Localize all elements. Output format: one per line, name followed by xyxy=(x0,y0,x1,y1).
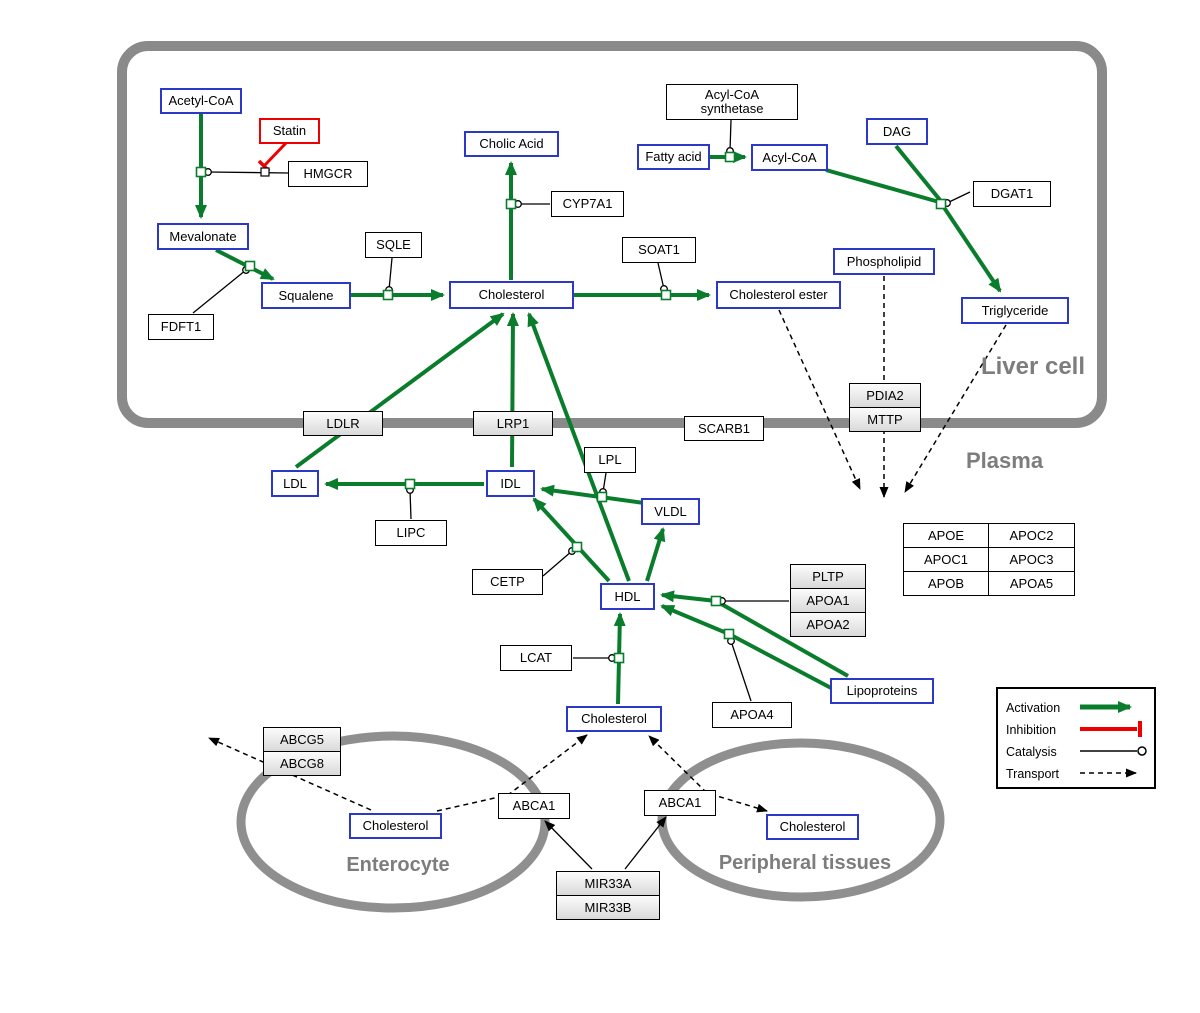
edge-hdl-idl xyxy=(532,497,611,583)
edge-mir33-abca1-left xyxy=(544,820,593,870)
node-apob[interactable]: APOB xyxy=(903,571,989,596)
node-cholesterol-peripheral[interactable]: Cholesterol xyxy=(766,814,859,840)
legend-symbols xyxy=(1080,701,1147,778)
node-vldl[interactable]: VLDL xyxy=(641,498,700,525)
catalysis-acylcoa-synthetase xyxy=(726,119,734,155)
node-mir33b[interactable]: MIR33B xyxy=(556,895,660,920)
node-statin[interactable]: Statin xyxy=(259,118,320,144)
node-sqle[interactable]: SQLE xyxy=(365,232,422,258)
node-phospholipid[interactable]: Phospholipid xyxy=(833,248,935,275)
node-apoa5[interactable]: APOA5 xyxy=(988,571,1075,596)
liver-cell-label: Liver cell xyxy=(980,353,1085,380)
node-fatty-acid[interactable]: Fatty acid xyxy=(637,144,710,170)
node-apoc1[interactable]: APOC1 xyxy=(903,547,989,572)
node-squalene[interactable]: Squalene xyxy=(261,282,351,309)
node-acyl-coa-synthetase[interactable]: Acyl-CoA synthetase xyxy=(666,84,798,120)
transport-cholesterolester-plasma xyxy=(778,309,861,490)
transport-peripheral-plasma xyxy=(648,735,768,813)
legend-transport-label: Transport xyxy=(1006,767,1060,781)
node-apoe[interactable]: APOE xyxy=(903,523,989,548)
node-apoa1[interactable]: APOA1 xyxy=(790,588,866,613)
node-cholesterol-plasma[interactable]: Cholesterol xyxy=(566,706,662,732)
node-fdft1[interactable]: FDFT1 xyxy=(148,314,214,340)
node-lpl[interactable]: LPL xyxy=(584,447,636,473)
node-cholic-acid[interactable]: Cholic Acid xyxy=(464,131,559,157)
inhibition-edge xyxy=(257,141,288,173)
catalysis-edges xyxy=(192,119,971,702)
catalysis-apoa4 xyxy=(727,637,752,702)
catalysis-dgat1 xyxy=(943,191,971,207)
node-pltp[interactable]: PLTP xyxy=(790,564,866,589)
node-ldl[interactable]: LDL xyxy=(271,470,319,497)
edge-hdl-cholesterol-liver xyxy=(527,312,631,582)
reaction-anchors xyxy=(195,151,947,664)
node-pdia2[interactable]: PDIA2 xyxy=(849,383,921,408)
catalysis-lpl xyxy=(599,472,607,496)
edge-idl-cholesterol xyxy=(506,312,519,468)
node-abcg8[interactable]: ABCG8 xyxy=(263,751,341,776)
node-cholesterol-enterocyte[interactable]: Cholesterol xyxy=(349,813,442,839)
enterocyte-label: Enterocyte xyxy=(346,854,450,876)
transport-cholesterol-abcg xyxy=(208,737,372,811)
edge-acylcoa-junction xyxy=(825,168,940,204)
node-acyl-coa[interactable]: Acyl-CoA xyxy=(751,144,828,171)
node-apoc3[interactable]: APOC3 xyxy=(988,547,1075,572)
edge-mevalonate-squalene xyxy=(215,248,275,281)
node-lrp1[interactable]: LRP1 xyxy=(473,411,553,436)
node-abcg5[interactable]: ABCG5 xyxy=(263,727,341,752)
node-hmgcr[interactable]: HMGCR xyxy=(288,161,368,187)
node-hdl[interactable]: HDL xyxy=(600,583,655,610)
node-mir33a[interactable]: MIR33A xyxy=(556,871,660,896)
node-triglyceride[interactable]: Triglyceride xyxy=(961,297,1069,324)
node-cetp[interactable]: CETP xyxy=(472,569,543,595)
node-mttp[interactable]: MTTP xyxy=(849,407,921,432)
node-cholesterol-ester[interactable]: Cholesterol ester xyxy=(716,281,841,309)
peripheral-tissues-label: Peripheral tissues xyxy=(718,852,892,874)
edge-dag-junction xyxy=(894,144,942,202)
transport-triglyceride-plasma xyxy=(904,324,1007,493)
catalysis-cetp xyxy=(542,547,576,577)
node-lipoproteins[interactable]: Lipoproteins xyxy=(830,678,934,704)
legend-inhibition-label: Inhibition xyxy=(1006,723,1057,737)
catalysis-fdft1 xyxy=(192,266,250,314)
node-mevalonate[interactable]: Mevalonate xyxy=(157,223,249,250)
node-cholesterol-liver[interactable]: Cholesterol xyxy=(449,281,574,309)
node-lcat[interactable]: LCAT xyxy=(500,645,572,671)
legend-catalysis-label: Catalysis xyxy=(1006,745,1057,759)
node-apoa2[interactable]: APOA2 xyxy=(790,612,866,637)
node-lipc[interactable]: LIPC xyxy=(375,520,447,546)
node-dag[interactable]: DAG xyxy=(866,118,928,145)
node-soat1[interactable]: SOAT1 xyxy=(622,237,696,263)
regulation-edges xyxy=(544,816,667,870)
edge-junction-triglyceride xyxy=(941,204,1002,293)
node-abca1-right[interactable]: ABCA1 xyxy=(644,790,716,816)
activation-edges xyxy=(195,114,1002,705)
node-dgat1[interactable]: DGAT1 xyxy=(973,181,1051,207)
node-acetyl-coa[interactable]: Acetyl-CoA xyxy=(160,88,242,114)
catalysis-lipc xyxy=(406,486,414,520)
node-abca1-left[interactable]: ABCA1 xyxy=(498,793,570,819)
edge-vldl-idl xyxy=(540,484,645,505)
edge-ldl-cholesterol xyxy=(294,312,505,469)
node-idl[interactable]: IDL xyxy=(486,470,535,497)
node-scarb1[interactable]: SCARB1 xyxy=(684,416,764,441)
inhibition-anchor xyxy=(260,167,270,177)
edge-mir33-abca1-right xyxy=(624,816,667,870)
liver-cell-membrane xyxy=(117,41,1107,428)
catalysis-hmgcr xyxy=(204,168,289,176)
edge-hdl-vldl xyxy=(645,527,666,582)
legend-activation-label: Activation xyxy=(1006,701,1061,715)
node-apoa4[interactable]: APOA4 xyxy=(712,702,792,728)
node-ldlr[interactable]: LDLR xyxy=(303,411,383,436)
catalysis-soat1 xyxy=(657,262,668,293)
catalysis-sqle xyxy=(385,257,393,294)
node-cyp7a1[interactable]: CYP7A1 xyxy=(551,191,624,217)
node-apoc2[interactable]: APOC2 xyxy=(988,523,1075,548)
plasma-label: Plasma xyxy=(966,448,1044,473)
legend: Activation Inhibition Catalysis Transpor… xyxy=(996,687,1156,789)
